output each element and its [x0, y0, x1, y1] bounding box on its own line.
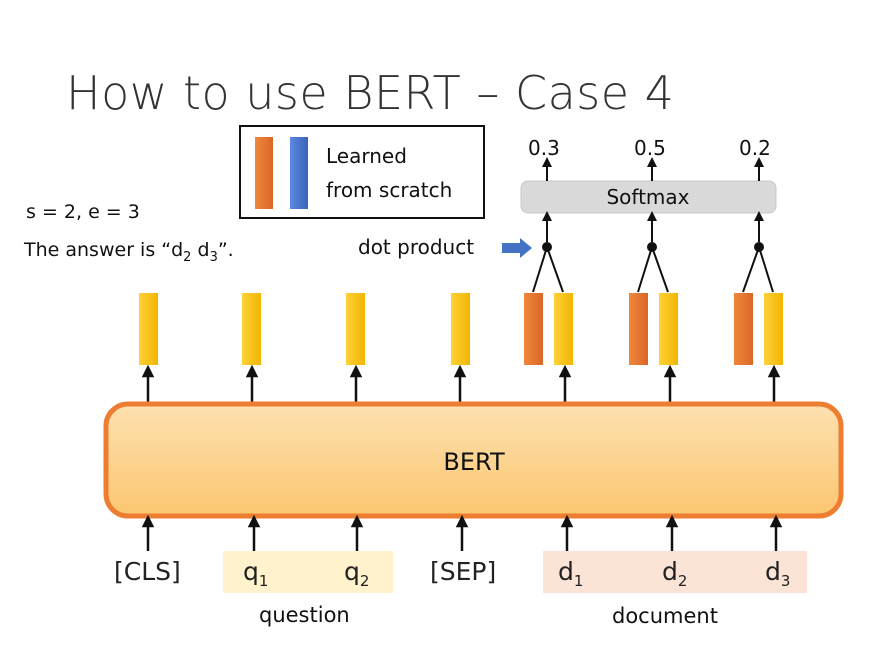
- dot-product-node: [647, 242, 657, 252]
- token-d3-base: d: [765, 557, 781, 586]
- token-cls: [CLS]: [114, 557, 181, 586]
- output-vector-q1: [242, 293, 261, 365]
- dot-product-node: [754, 242, 764, 252]
- dot-connector: [758, 246, 774, 293]
- legend-blue-swatch: [290, 137, 308, 209]
- legend-line-2: from scratch: [326, 178, 453, 202]
- start-vector-orange: [734, 293, 753, 365]
- answer-sub-end: 3: [209, 249, 218, 265]
- question-highlight: [223, 551, 393, 593]
- output-vector-q2: [346, 293, 365, 365]
- token-cls-text: [CLS]: [114, 557, 181, 586]
- output-vector-cls: [139, 293, 158, 365]
- document-highlight: [543, 551, 807, 593]
- softmax-label: Softmax: [606, 185, 689, 209]
- answer-mid: d: [191, 239, 210, 261]
- bert-block: [103, 401, 844, 519]
- token-sep: [SEP]: [430, 557, 496, 586]
- dot-connector: [651, 246, 669, 293]
- answer-prefix: The answer is “d: [24, 239, 184, 261]
- output-vector-d2: [659, 293, 678, 365]
- token-d3-sub: 3: [780, 572, 791, 590]
- softmax-output-1: 0.3: [528, 136, 560, 160]
- page-title: How to use BERT – Case 4: [66, 66, 675, 120]
- token-q2-base: q: [344, 557, 360, 586]
- token-q2-sub: 2: [359, 572, 370, 590]
- token-d2-base: d: [662, 557, 678, 586]
- legend-orange-swatch: [255, 137, 273, 209]
- legend-line-1: Learned: [326, 144, 407, 168]
- dot-connector: [637, 246, 653, 293]
- start-vector-orange: [524, 293, 543, 365]
- token-d2: d2: [662, 557, 687, 590]
- bert-label: BERT: [443, 448, 505, 476]
- answer-span: s = 2, e = 3: [26, 201, 140, 223]
- token-d1-sub: 1: [573, 572, 584, 590]
- output-vector-d3: [764, 293, 783, 365]
- token-sep-text: [SEP]: [430, 557, 497, 586]
- answer-sentence: The answer is “d2 d3”.: [24, 239, 234, 265]
- softmax-output-3: 0.2: [739, 136, 771, 160]
- dot-product-label: dot product: [358, 235, 475, 259]
- token-q2: q2: [344, 557, 369, 590]
- token-d2-sub: 2: [677, 572, 688, 590]
- dot-product-pointer-arrow: [502, 238, 532, 258]
- legend-box: [239, 125, 485, 219]
- answer-sub-start: 2: [183, 249, 192, 265]
- question-group-label: question: [259, 603, 350, 627]
- token-q1-base: q: [243, 557, 259, 586]
- start-vector-orange: [629, 293, 648, 365]
- answer-suffix: ”.: [217, 239, 234, 261]
- dot-product-node: [542, 242, 552, 252]
- dot-connector: [532, 246, 548, 293]
- document-group-label: document: [612, 604, 718, 628]
- token-d1-base: d: [558, 557, 574, 586]
- output-vector-sep: [451, 293, 470, 365]
- token-q1: q1: [243, 557, 268, 590]
- dot-connector: [546, 246, 564, 293]
- dot-connector: [742, 246, 760, 293]
- softmax-output-2: 0.5: [634, 136, 666, 160]
- output-vector-d1: [554, 293, 573, 365]
- token-d3: d3: [765, 557, 790, 590]
- token-d1: d1: [558, 557, 583, 590]
- token-q1-sub: 1: [258, 572, 269, 590]
